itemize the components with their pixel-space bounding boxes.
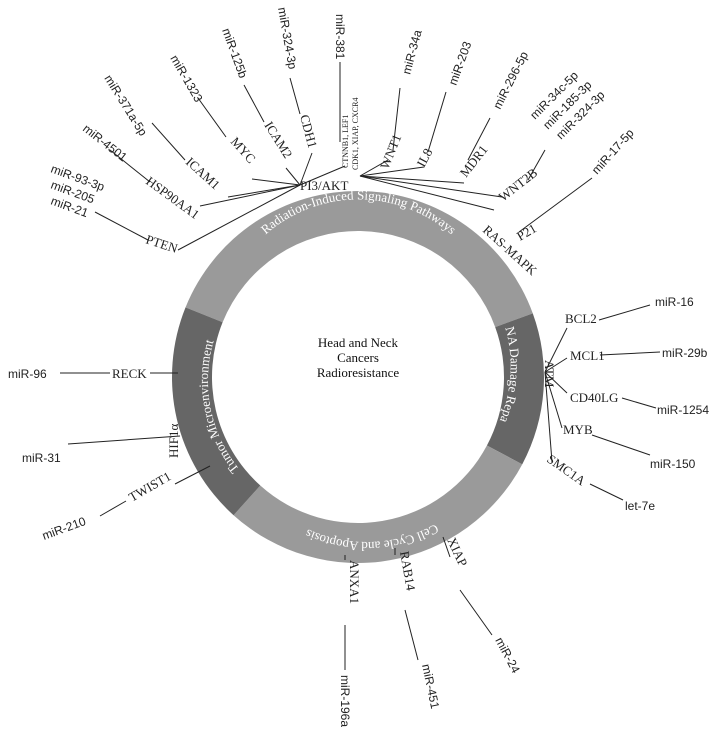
gene-hif1a: HIF1α [166,424,181,458]
mirna-24: miR-24 [492,635,523,676]
segment-tumor-microenvironment [172,307,261,516]
mirna-29b: miR-29b [662,346,708,360]
center-title-line3: Radioresistance [317,365,400,380]
mirna-16: miR-16 [655,295,694,309]
gene-cdh1: CDH1 [297,113,320,150]
mirna-381: miR-381 [333,14,347,60]
mirna-4501: miR-4501 [80,121,130,164]
segment-radiation-signaling [185,191,533,328]
mirna-let-7e: let-7e [625,499,655,513]
mirna-34a: miR-34a [399,28,424,76]
gene-il8: IL8 [413,146,435,170]
mirna-203: miR-203 [446,39,475,87]
mirna-96: miR-96 [8,367,47,381]
mirna-150: miR-150 [650,457,696,471]
gene-myc: MYC [228,134,259,166]
mirna-125b: miR-125b [219,26,250,80]
gene-hsp90: HSP90AA1 [143,173,202,222]
gene-myb: MYB [563,422,593,437]
gene-p21: P21 [514,220,539,243]
gene-rab14: RAB14 [397,550,419,592]
mirna-296-5p: miR-296-5p [490,49,531,112]
gene-reck: RECK [112,366,147,381]
gene-atm: ATM [542,360,557,388]
gene-twist1: TWIST1 [126,468,174,504]
gene-anxa1: ANXA1 [347,560,362,604]
segment-dna-damage-repair [486,313,544,465]
center-title-line1: Head and Neck [318,335,399,350]
mirna-31: miR-31 [22,451,61,465]
gene-bcl2: BCL2 [565,311,597,326]
gene-wnt2b: WNT2B [496,165,541,205]
connector-lines [60,62,661,670]
gene-icam2: ICAM2 [261,119,295,161]
segment-cell-cycle-apoptosis [233,445,523,563]
gene-ctnnb1: CTNNB1, LEF1 [341,115,350,168]
mirna-451: miR-451 [419,663,442,711]
gene-cd40lg: CD40LG [570,390,618,405]
mirna-196a: miR-196a [338,675,352,727]
gene-pi3k: PI3/AKT [300,178,348,193]
gene-pten: PTEN [144,232,180,256]
gene-mdr1: MDR1 [457,142,491,180]
gene-icam1: ICAM1 [183,154,223,192]
mirna-371a-5p: miR-371a-5p [101,72,150,139]
gene-smc1a: SMC1A [544,451,589,489]
mirna-1254: miR-1254 [657,403,709,417]
mirna-1323: miR-1323 [167,53,205,105]
gene-wnt1: WNT1 [377,132,404,171]
ring [172,191,544,563]
mirna-210: miR-210 [40,514,88,543]
mirna-17-5p: miR-17-5p [589,126,637,177]
gene-cdk1: CDK1, XIAP, CXCR4 [351,98,360,170]
mirna-324-3p: miR-324-3p [275,6,300,70]
gene-mcl1: MCL1 [570,348,605,363]
line-pi3k-pten [177,184,301,251]
center-title-line2: Cancers [337,350,379,365]
